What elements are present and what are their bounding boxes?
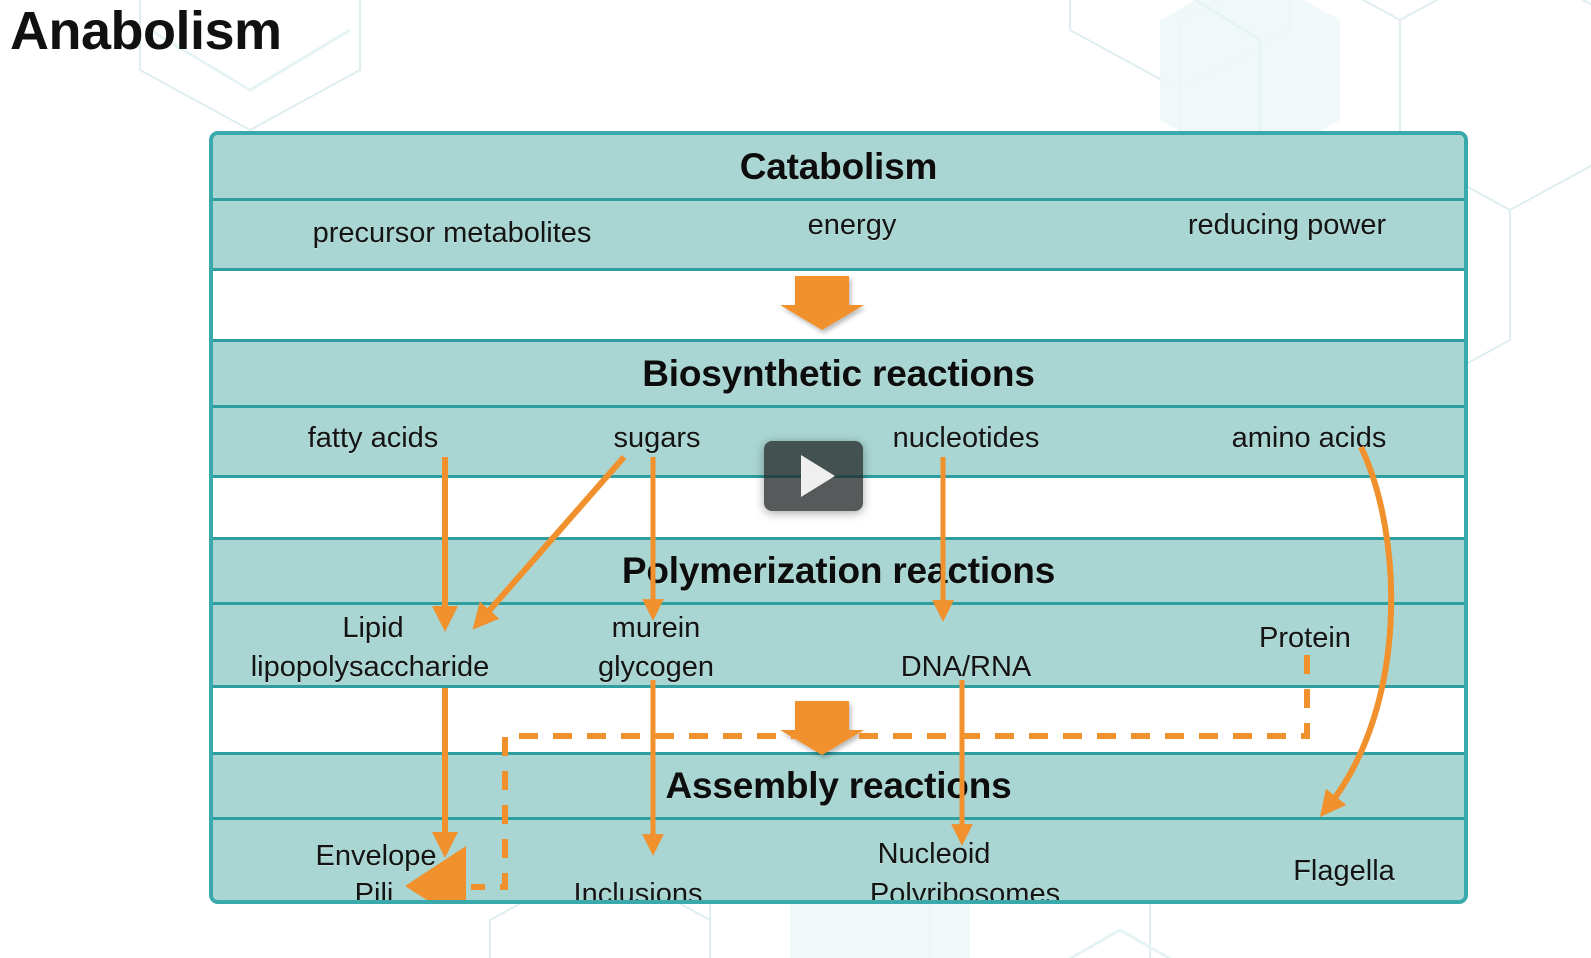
item-energy: energy (807, 209, 897, 241)
item-nucleotides: nucleotides (892, 422, 1040, 454)
item-flagella: Flagella (1293, 855, 1395, 887)
item-inclusions: Inclusions (573, 878, 703, 904)
section-items-catabolism: precursor metabolites energy reducing po… (213, 198, 1464, 271)
section-items-polymerization: Lipid lipopolysaccharide murein glycogen… (213, 602, 1464, 688)
page-title: Anabolism (10, 1, 282, 61)
section-heading-biosynthetic: Biosynthetic reactions (213, 339, 1464, 408)
item-dna-rna: DNA/RNA (900, 651, 1032, 683)
section-heading-assembly: Assembly reactions (213, 752, 1464, 820)
item-polyribosomes: Polyribosomes (869, 878, 1061, 904)
item-amino-acids: amino acids (1231, 422, 1387, 454)
section-items-assembly: Envelope Pili Inclusions Nucleoid Polyri… (213, 817, 1464, 904)
biosynthetic-heading-label: Biosynthetic reactions (642, 352, 1035, 394)
item-envelope: Envelope (315, 840, 437, 872)
item-murein: murein (611, 612, 701, 644)
gap-polymerization-to-assembly (213, 688, 1464, 754)
assembly-heading-label: Assembly reactions (665, 765, 1012, 806)
item-lipid: Lipid (342, 612, 404, 644)
item-precursor-metabolites: precursor metabolites (312, 217, 592, 249)
section-heading-catabolism: Catabolism (213, 135, 1464, 201)
anabolism-flow-diagram: Catabolism precursor metabolites energy … (209, 131, 1468, 904)
polymerization-heading-label: Polymerization reactions (621, 550, 1056, 591)
item-protein: Protein (1259, 622, 1351, 654)
item-nucleoid: Nucleoid (877, 838, 991, 870)
item-sugars: sugars (613, 422, 701, 454)
catabolism-heading-label: Catabolism (739, 145, 938, 187)
item-fatty-acids: fatty acids (307, 422, 439, 454)
item-lipopolysaccharide: lipopolysaccharide (250, 651, 490, 683)
play-triangle-icon (800, 455, 835, 497)
item-reducing-power: reducing power (1187, 209, 1387, 241)
gap-catabolism-to-biosynthetic (213, 271, 1464, 342)
video-play-button[interactable] (764, 441, 863, 511)
section-heading-polymerization: Polymerization reactions (213, 537, 1464, 605)
item-glycogen: glycogen (597, 651, 715, 683)
item-pili: Pili (354, 878, 394, 904)
